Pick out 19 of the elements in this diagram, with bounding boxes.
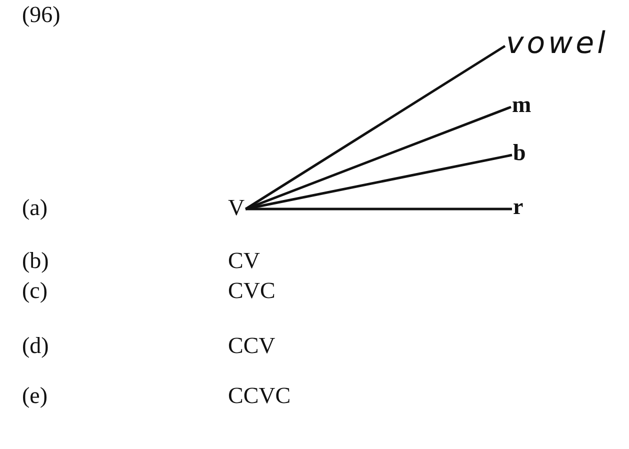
segment-label: b bbox=[513, 140, 526, 166]
segment-label: r bbox=[513, 194, 524, 220]
item-letter: (d) bbox=[22, 333, 49, 359]
handwritten-label: vowel bbox=[506, 28, 608, 60]
item-letter: (c) bbox=[22, 278, 48, 304]
syllable-pattern: CVC bbox=[228, 278, 276, 304]
syllable-pattern: CCV bbox=[228, 333, 276, 359]
connecting-line bbox=[245, 154, 512, 210]
connecting-line bbox=[246, 208, 512, 210]
syllable-pattern: CCVC bbox=[228, 383, 291, 409]
segment-label: m bbox=[512, 92, 532, 118]
example-number: (96) bbox=[22, 2, 60, 28]
syllable-pattern: CV bbox=[228, 248, 260, 274]
item-letter: (a) bbox=[22, 195, 48, 221]
connecting-line bbox=[244, 44, 506, 210]
item-letter: (e) bbox=[22, 383, 48, 409]
item-letter: (b) bbox=[22, 248, 49, 274]
segment-label: V bbox=[228, 195, 245, 221]
connecting-line bbox=[245, 106, 512, 210]
